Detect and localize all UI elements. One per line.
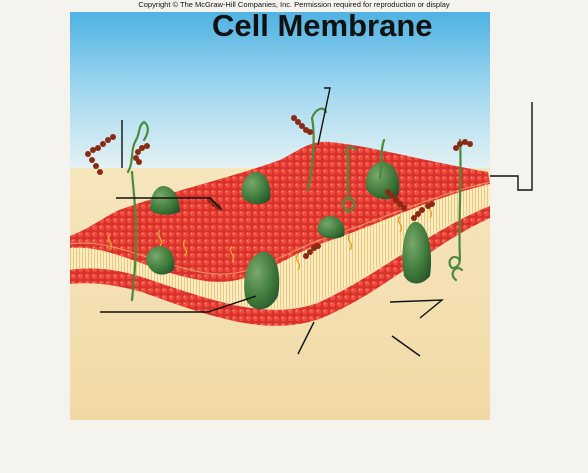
carbohydrate-chains (85, 115, 473, 259)
glycoprotein-chains (126, 107, 464, 302)
leader-heads (391, 335, 421, 357)
leader-integral-protein (100, 295, 257, 313)
protein-left-bottom (146, 246, 175, 275)
protein-right-tall (402, 221, 432, 284)
carb-chain-right-mid (385, 189, 407, 211)
carb-chain-right (411, 201, 435, 221)
protein-center (241, 172, 271, 205)
copyright-notice: Copyright © The McGraw-Hill Companies, I… (138, 0, 450, 9)
carb-chain-top (291, 115, 313, 135)
leader-glycoprotein (317, 87, 331, 146)
protein-glyco-top (365, 161, 400, 200)
carb-chain-small (303, 243, 321, 259)
protein-left-top (150, 186, 180, 215)
protein-small (317, 215, 345, 239)
protein-large-front (244, 251, 280, 310)
sky-background (70, 12, 490, 170)
leader-protein-center (116, 197, 223, 211)
leader-phospholipid (297, 321, 315, 355)
carb-chain-center (207, 197, 221, 210)
carb-chain-left (85, 134, 116, 175)
bilayer-bottom-heads (70, 206, 490, 326)
leader-bracket (490, 102, 533, 191)
leader-tails (389, 299, 445, 319)
membrane-proteins (146, 161, 432, 310)
diagram-title: Cell Membrane (212, 8, 433, 43)
label-leader-lines (100, 87, 533, 357)
carb-chain-far-right (453, 139, 473, 151)
carb-chain-mid-left (133, 143, 150, 165)
